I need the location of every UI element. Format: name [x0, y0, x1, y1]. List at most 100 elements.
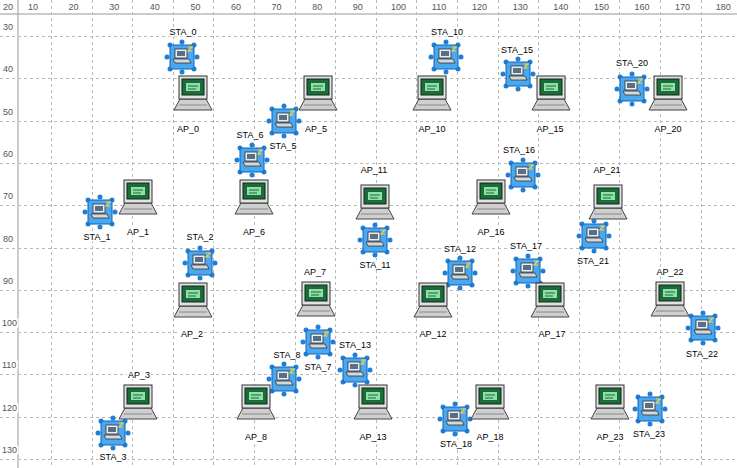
station-icon	[301, 325, 336, 360]
station-label: STA_12	[443, 245, 477, 254]
axis-number: 40	[2, 65, 14, 74]
station-label: STA_17	[509, 242, 543, 251]
station-icon	[615, 72, 650, 107]
station-label: STA_20	[615, 59, 649, 68]
grid-line	[0, 290, 737, 291]
access-point-label: AP_8	[244, 433, 268, 442]
station-icon	[165, 40, 200, 75]
access-point-icon	[532, 76, 570, 110]
access-point-label: AP_11	[360, 166, 388, 175]
station-icon	[438, 402, 473, 437]
access-point-label: AP_5	[304, 125, 328, 134]
station-icon	[338, 353, 373, 388]
axis-number: 70	[2, 192, 14, 201]
axis-number: 120	[471, 3, 488, 12]
access-point-label: AP_23	[595, 433, 624, 442]
station-icon	[633, 392, 668, 427]
station-label: STA_13	[338, 341, 372, 350]
station-label: STA_22	[685, 350, 719, 359]
axis-number: 120	[1, 403, 18, 412]
axis-line	[0, 14, 737, 15]
station-label: STA_11	[358, 261, 391, 270]
access-point-icon	[119, 385, 157, 419]
grid-line	[173, 0, 174, 468]
grid-line	[416, 0, 417, 468]
access-point-label: AP_17	[537, 330, 566, 339]
access-point-icon	[354, 385, 392, 419]
station-label: STA_21	[576, 257, 610, 266]
grid-line	[0, 332, 737, 333]
axis-number: 150	[593, 3, 610, 12]
axis-number: 130	[512, 3, 529, 12]
station-label: STA_7	[304, 363, 333, 372]
axis-number: 80	[2, 234, 14, 243]
access-point-icon	[531, 283, 569, 317]
station-icon	[267, 362, 302, 397]
station-icon	[506, 158, 541, 193]
station-label: STA_2	[186, 233, 215, 242]
access-point-icon	[413, 76, 451, 110]
axis-number: 170	[674, 3, 691, 12]
axis-number: 70	[271, 3, 283, 12]
access-point-icon	[237, 385, 275, 419]
access-point-icon	[297, 282, 335, 316]
access-point-icon	[471, 385, 509, 419]
grid-line	[538, 0, 539, 468]
station-label: STA_23	[632, 430, 666, 439]
axis-number: 80	[311, 3, 323, 12]
grid-line	[295, 0, 296, 468]
station-icon	[183, 246, 218, 281]
access-point-icon	[174, 76, 212, 110]
station-icon	[429, 40, 464, 75]
access-point-label: AP_2	[180, 330, 204, 339]
axis-number: 140	[552, 3, 569, 12]
access-point-icon	[651, 282, 689, 316]
station-label: STA_8	[273, 351, 302, 360]
axis-number: 50	[2, 107, 14, 116]
axis-number: 180	[715, 3, 732, 12]
access-point-label: AP_12	[418, 330, 447, 339]
station-label: STA_16	[502, 146, 536, 155]
station-icon	[443, 256, 478, 291]
grid-line	[51, 0, 52, 468]
access-point-icon	[472, 180, 510, 214]
access-point-icon	[235, 180, 273, 214]
access-point-label: AP_20	[653, 125, 682, 134]
axis-number: 30	[108, 3, 120, 12]
access-point-label: AP_0	[176, 125, 200, 134]
station-label: STA_0	[169, 28, 198, 37]
axis-number: 100	[1, 319, 18, 328]
access-point-label: AP_15	[535, 125, 564, 134]
station-label: STA_18	[439, 440, 473, 449]
access-point-icon	[414, 283, 452, 317]
station-label: STA_6	[236, 131, 265, 140]
grid-line	[335, 0, 336, 468]
access-point-icon	[356, 185, 394, 219]
axis-number: 100	[390, 3, 407, 12]
axis-number: 30	[2, 23, 14, 32]
station-icon	[235, 143, 270, 178]
axis-line	[18, 0, 19, 468]
access-point-label: AP_21	[592, 166, 621, 175]
axis-number: 160	[633, 3, 650, 12]
station-label: STA_15	[500, 46, 534, 55]
axis-number: 90	[2, 276, 14, 285]
station-icon	[501, 57, 536, 92]
station-label: STA_1	[83, 233, 112, 242]
axis-number: 110	[1, 361, 17, 370]
access-point-icon	[119, 180, 157, 214]
access-point-label: AP_3	[127, 371, 151, 380]
grid-line	[0, 163, 737, 164]
access-point-icon	[174, 283, 212, 317]
axis-number: 90	[352, 3, 364, 12]
access-point-icon	[591, 385, 629, 419]
axis-number: 50	[189, 3, 201, 12]
access-point-icon	[649, 76, 687, 110]
access-point-label: AP_18	[475, 433, 504, 442]
axis-number: 40	[149, 3, 161, 12]
access-point-label: AP_10	[417, 125, 446, 134]
station-icon	[577, 219, 612, 254]
axis-number: 20	[2, 3, 14, 12]
grid-line	[0, 36, 737, 37]
